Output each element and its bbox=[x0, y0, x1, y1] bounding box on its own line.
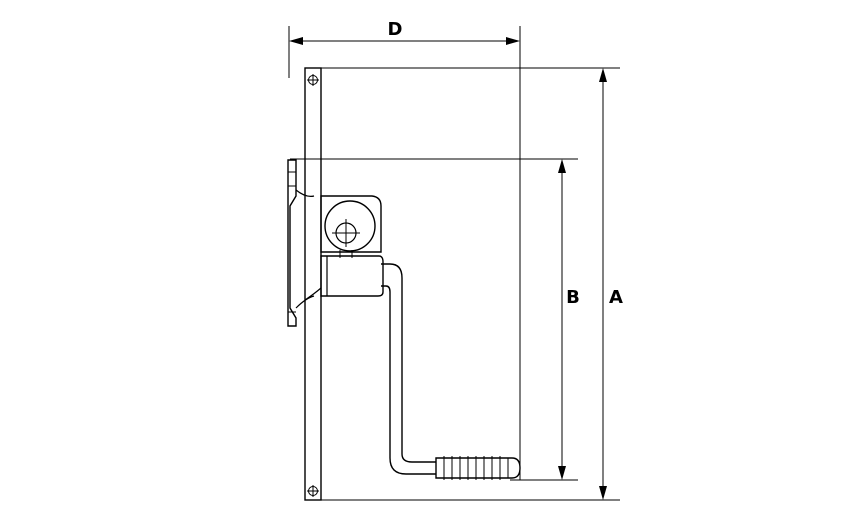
dimension-b-label: B bbox=[566, 287, 580, 308]
lower-block bbox=[304, 255, 384, 301]
top-screw-icon bbox=[307, 74, 319, 86]
dimension-d-label: D bbox=[388, 19, 403, 40]
bottom-screw-icon bbox=[307, 485, 319, 497]
dimension-b: B bbox=[558, 159, 580, 480]
dimension-d: D bbox=[288, 19, 521, 480]
crank-rod bbox=[381, 263, 436, 475]
crank-grip bbox=[435, 456, 521, 480]
back-bracket bbox=[287, 159, 315, 327]
dimension-a-label: A bbox=[609, 287, 623, 308]
dimension-a: A bbox=[599, 68, 623, 500]
mounting-plate bbox=[304, 67, 322, 501]
hinge-block bbox=[320, 195, 382, 258]
